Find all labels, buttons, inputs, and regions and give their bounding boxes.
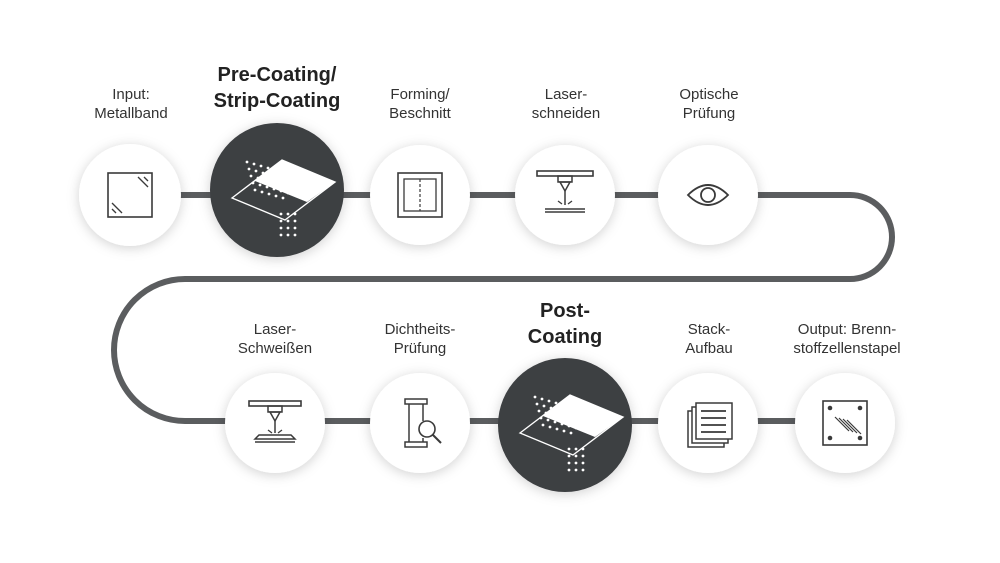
step-node-6 xyxy=(225,373,325,473)
fuel-cell-stack-icon xyxy=(822,400,868,446)
step-label-3: Forming/ Beschnitt xyxy=(389,86,451,122)
leak-test-icon xyxy=(404,398,442,448)
step-label-7: Dichtheits- Prüfung xyxy=(384,321,456,357)
step-node-4 xyxy=(515,145,615,245)
forming-icon xyxy=(397,172,443,218)
step-circle xyxy=(498,358,632,492)
laser-cutting-icon xyxy=(536,170,594,213)
step-node-5 xyxy=(658,145,758,245)
eye-icon xyxy=(686,184,730,206)
step-node-10 xyxy=(795,373,895,473)
step-node-2 xyxy=(210,123,344,257)
step-label-6: Laser- Schweißen xyxy=(237,321,313,357)
stack-icon xyxy=(687,402,733,448)
step-node-3 xyxy=(370,145,470,245)
step-label-5: Optische Prüfung xyxy=(679,86,739,122)
step-node-9 xyxy=(658,373,758,473)
step-circle xyxy=(79,144,181,246)
metal-sheet-icon xyxy=(107,172,153,218)
step-circle xyxy=(658,145,758,245)
step-label-9: Stack- Aufbau xyxy=(685,321,733,357)
step-circle xyxy=(795,373,895,473)
step-node-7 xyxy=(370,373,470,473)
laser-welding-icon xyxy=(248,400,302,443)
step-label-8: Post- Coating xyxy=(527,300,603,348)
coating-icon xyxy=(230,159,337,237)
step-node-8 xyxy=(498,358,632,492)
flow-connector-line xyxy=(111,192,896,424)
step-node-1 xyxy=(79,144,181,246)
step-label-10: Output: Brenn- stoffzellenstapel xyxy=(793,321,901,357)
step-label-1: Input: Metallband xyxy=(94,86,168,122)
step-label-2: Pre-Coating/ Strip-Coating xyxy=(213,64,341,112)
step-circle xyxy=(370,373,470,473)
step-circle xyxy=(210,123,344,257)
coating-icon xyxy=(518,394,625,472)
step-label-4: Laser- schneiden xyxy=(531,86,601,122)
